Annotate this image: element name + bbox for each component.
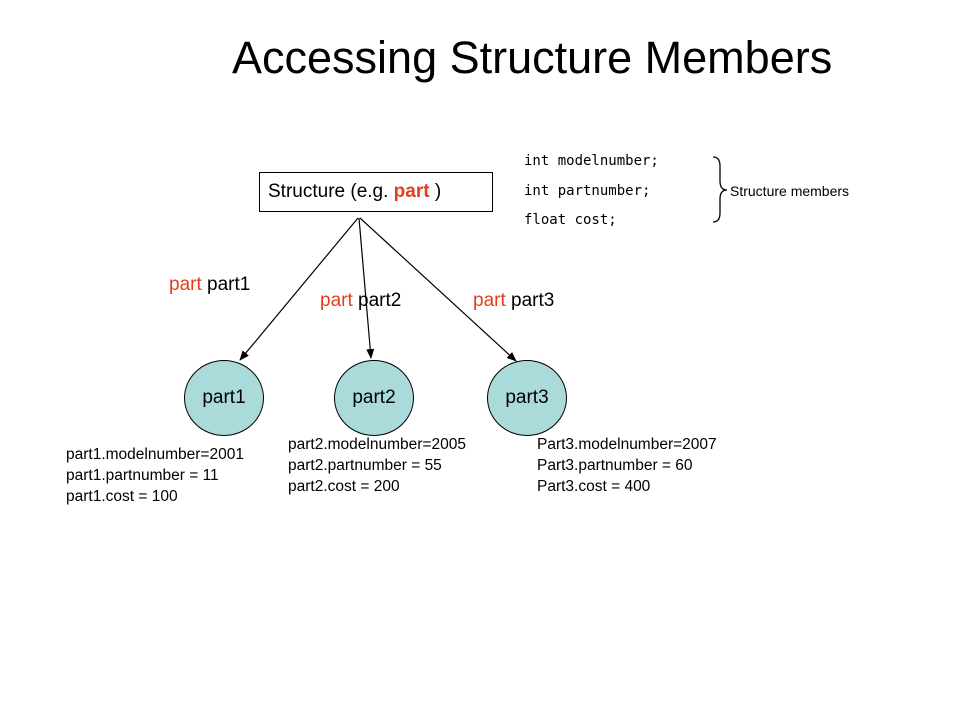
- node-part2: part2: [334, 360, 414, 436]
- structure-prefix: Structure (e.g.: [268, 181, 394, 202]
- field-modelnumber: part2.modelnumber=2005: [288, 436, 466, 453]
- edge-arrow-part3: [359, 217, 517, 362]
- structure-keyword: part: [393, 181, 430, 202]
- field-partnumber: part2.partnumber = 55: [288, 457, 442, 474]
- structure-box: Structure (e.g. part ): [259, 172, 493, 212]
- structure-suffix: ): [429, 181, 442, 202]
- field-partnumber: part1.partnumber = 11: [66, 467, 219, 484]
- field-cost: part2.cost = 200: [288, 478, 400, 495]
- edge-label-part3: part part3: [473, 289, 554, 313]
- edge-label-name: part2: [352, 290, 402, 311]
- edge-label-part1: part part1: [169, 273, 250, 297]
- slide-title: Accessing Structure Members: [232, 32, 833, 83]
- edge-label-name: part1: [201, 274, 251, 295]
- member-line-partnumber: int partnumber;: [524, 183, 651, 199]
- fields-part2: part2.modelnumber=2005 part2.partnumber …: [288, 434, 466, 497]
- structure-members-label: Structure members: [730, 183, 850, 199]
- members-brace: [712, 156, 728, 223]
- field-partnumber: Part3.partnumber = 60: [537, 457, 693, 474]
- field-cost: part1.cost = 100: [66, 488, 178, 505]
- field-modelnumber: part1.modelnumber=2001: [66, 446, 244, 463]
- edge-label-type: part: [169, 274, 202, 295]
- field-modelnumber: Part3.modelnumber=2007: [537, 436, 717, 453]
- field-cost: Part3.cost = 400: [537, 478, 651, 495]
- edge-arrow-part1: [239, 217, 359, 361]
- node-part1: part1: [184, 360, 264, 436]
- edge-arrow-part2: [358, 217, 375, 359]
- edge-label-type: part: [320, 290, 353, 311]
- edge-label-part2: part part2: [320, 289, 401, 313]
- fields-part3: Part3.modelnumber=2007 Part3.partnumber …: [537, 434, 717, 497]
- fields-part1: part1.modelnumber=2001 part1.partnumber …: [66, 444, 244, 507]
- member-line-modelnumber: int modelnumber;: [524, 153, 659, 169]
- member-line-cost: float cost;: [524, 212, 617, 228]
- edge-label-type: part: [473, 290, 506, 311]
- node-part3: part3: [487, 360, 567, 436]
- edge-label-name: part3: [505, 290, 555, 311]
